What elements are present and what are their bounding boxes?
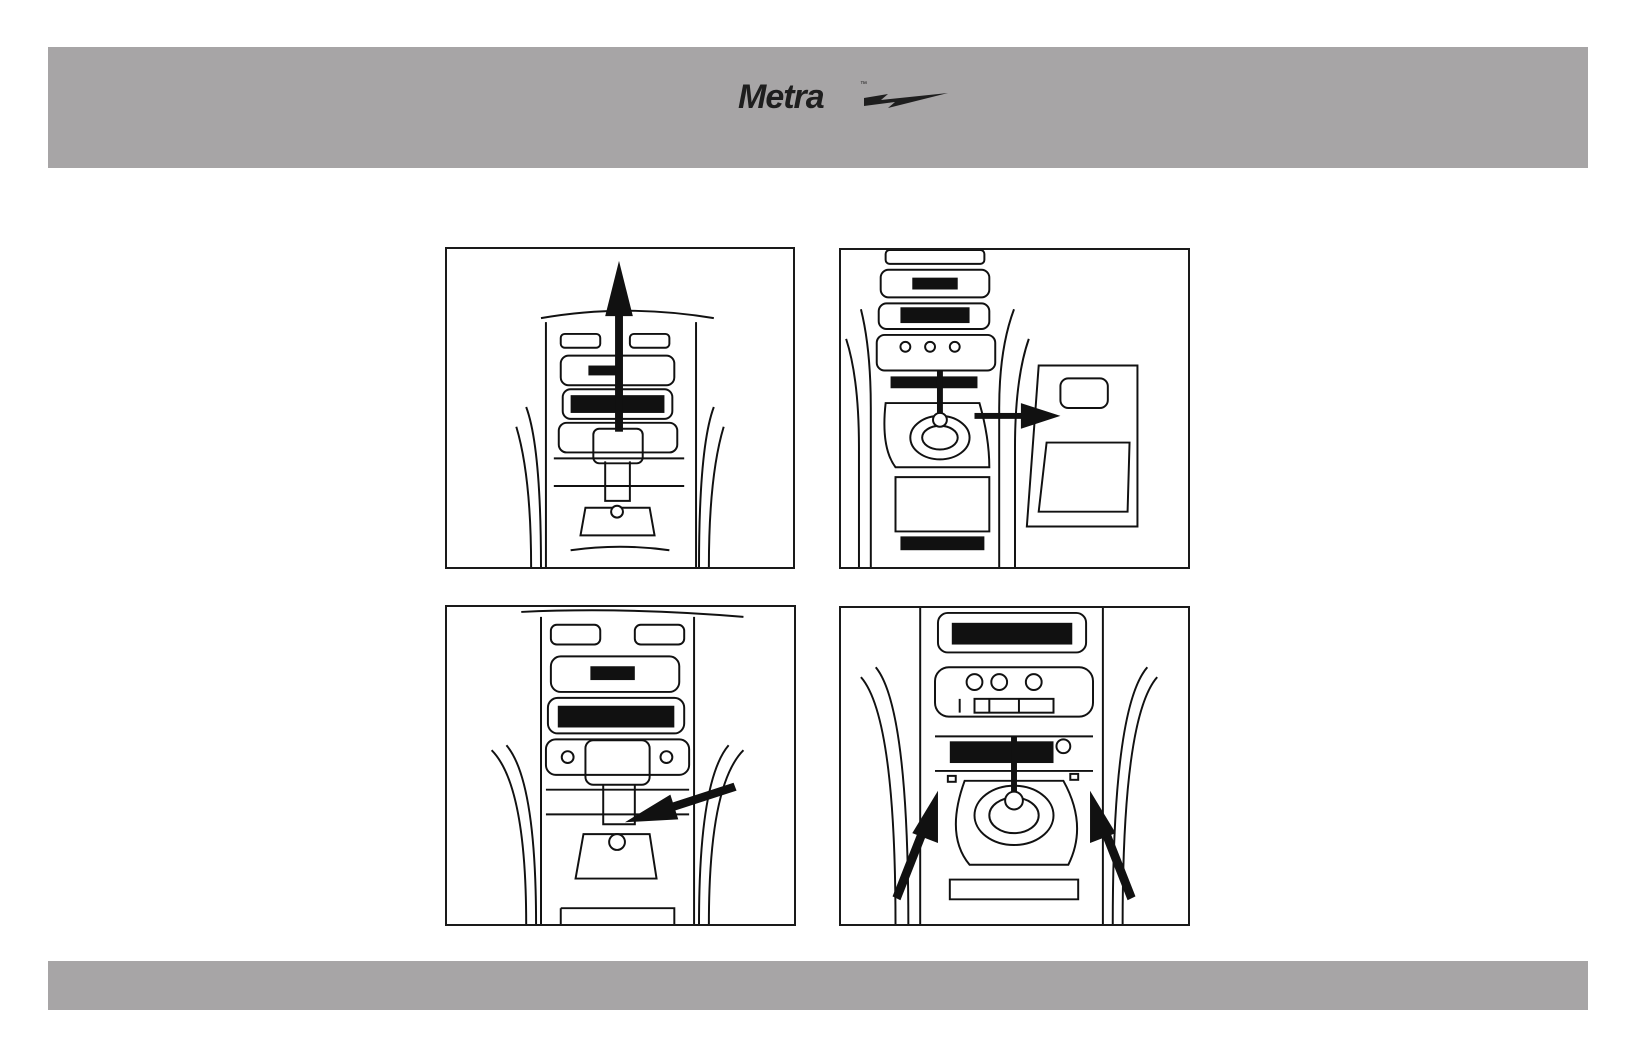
- arrow-right-icon: [975, 403, 1061, 429]
- metra-logo: Metra ™: [738, 76, 948, 116]
- logo-trademark: ™: [860, 81, 867, 88]
- dash-illustration-3: [447, 607, 794, 924]
- figure-step-2: [839, 248, 1190, 569]
- footer-band: [48, 961, 1588, 1010]
- figure-step-1: [445, 247, 795, 569]
- dash-illustration-2: [841, 250, 1188, 567]
- logo-wordmark: Metra: [738, 78, 824, 116]
- dash-illustration-4: [841, 608, 1188, 924]
- figure-step-4: [839, 606, 1190, 926]
- logo-lightning-icon: [864, 93, 948, 108]
- arrow-left-clip-icon: [893, 791, 938, 901]
- figure-step-3: [445, 605, 796, 926]
- dash-illustration-1: [447, 249, 793, 567]
